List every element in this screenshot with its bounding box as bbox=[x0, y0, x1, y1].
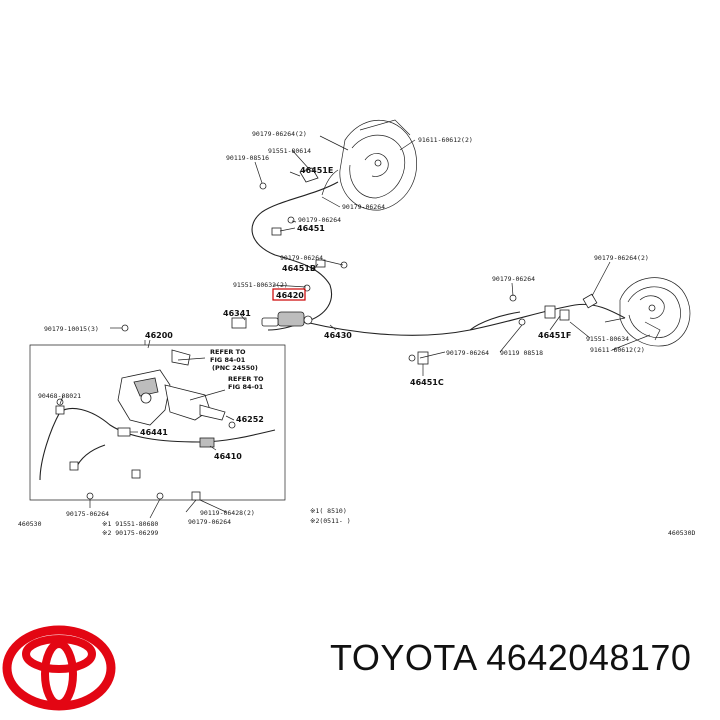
label-90179-06264-f: 90179-06264 bbox=[188, 518, 231, 526]
label-460530d: 460530D bbox=[668, 529, 695, 537]
label-46252: 46252 bbox=[236, 415, 264, 424]
brake-backing-plate-right bbox=[604, 277, 691, 347]
label-91611-60612-2: 91611-60612(2) bbox=[418, 136, 473, 144]
label-90175-06264: 90175-06264 bbox=[66, 510, 109, 518]
label-46451c: 46451C bbox=[410, 378, 444, 387]
label-90119-06428-2: 90119-06428(2) bbox=[200, 509, 255, 517]
label-fig-84-01-2: FIG 84-01 bbox=[228, 383, 264, 391]
label-90179-06264-b: 90179-06264 bbox=[298, 216, 341, 224]
label-90179-06264-2: 90179-06264(2) bbox=[252, 130, 307, 138]
label-46451f: 46451F bbox=[538, 331, 571, 340]
label-90119-08518: 90119 08518 bbox=[500, 349, 543, 357]
label-46430: 46430 bbox=[324, 331, 352, 340]
toyota-logo bbox=[2, 625, 116, 711]
label-46441: 46441 bbox=[140, 428, 168, 437]
label-90119-08516: 90119-08516 bbox=[226, 154, 269, 162]
label-46410: 46410 bbox=[214, 452, 242, 461]
label-note2-range: ※2(0511- ) bbox=[310, 517, 351, 525]
label-pnc-24550: (PNC 24550) bbox=[212, 364, 258, 372]
label-fig-84-01-1: FIG 84-01 bbox=[210, 356, 246, 364]
part-caption: TOYOTA 4642048170 bbox=[330, 634, 691, 682]
label-46451: 46451 bbox=[297, 224, 325, 233]
parking-brake-cable-diagram: 90179-06264(2) 91611-60612(2) 91551-8061… bbox=[18, 119, 695, 537]
label-46341: 46341 bbox=[223, 309, 251, 318]
label-460530: 460530 bbox=[18, 520, 42, 528]
label-note2-90175-06299: ※2 90175-06299 bbox=[102, 529, 158, 537]
label-90179-06264-a: 90179-06264 bbox=[342, 203, 385, 211]
label-note1-range: ※1( 8510) bbox=[310, 507, 347, 515]
equalizer-46420 bbox=[231, 311, 313, 329]
label-46420: 46420 bbox=[276, 291, 304, 300]
label-91611-60612-2-right: 91611-60612(2) bbox=[590, 346, 645, 354]
label-91551-80614: 91551-80614 bbox=[268, 147, 311, 155]
label-90179-06264-e: 90179-06264 bbox=[446, 349, 489, 357]
highlight-box-46420 bbox=[272, 288, 306, 301]
label-90179-06264-2-right: 90179-06264(2) bbox=[594, 254, 649, 262]
label-90179-06264-d: 90179-06264 bbox=[492, 275, 535, 283]
leader-lines bbox=[59, 135, 651, 519]
label-91551-80632-2: 91551-80632(2) bbox=[233, 281, 288, 289]
label-90468-08021: 90468-08021 bbox=[38, 392, 81, 400]
label-46451b: 46451B bbox=[282, 264, 316, 273]
brand-name: TOYOTA bbox=[330, 637, 476, 678]
label-refer-to-1: REFER TO bbox=[210, 348, 246, 356]
label-46200: 46200 bbox=[145, 331, 173, 340]
label-90179-10015-3: 90179-10015(3) bbox=[44, 325, 99, 333]
cable-clips bbox=[121, 167, 598, 365]
label-91551-80634: 91551-80634 bbox=[586, 335, 629, 343]
part-labels: 90179-06264(2) 91611-60612(2) 91551-8061… bbox=[18, 130, 695, 537]
label-90179-06264-c: 90179-06264 bbox=[280, 254, 323, 262]
part-number: 4642048170 bbox=[486, 637, 692, 678]
label-refer-to-2: REFER TO bbox=[228, 375, 264, 383]
brake-backing-plate-upper bbox=[321, 119, 417, 211]
label-note1-91551-80680: ※1 91551-80680 bbox=[102, 520, 158, 528]
label-46451e: 46451E bbox=[300, 166, 333, 175]
